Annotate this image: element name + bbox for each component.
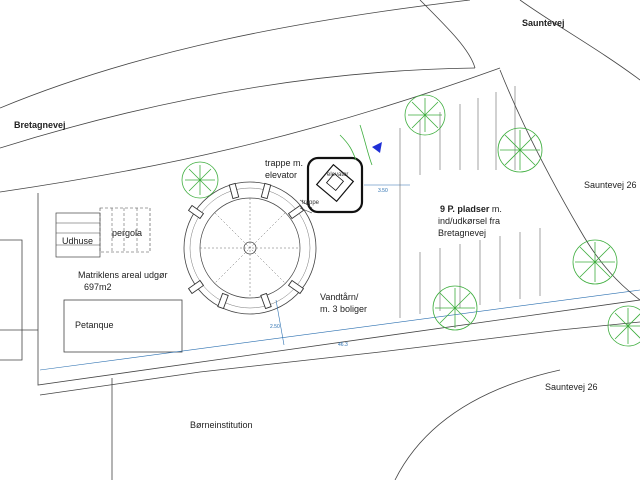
tree-east-1 (497, 127, 543, 173)
parking-label-2: ind/udkørsel fra (438, 216, 501, 226)
water-tower-label-2: m. 3 boliger (320, 304, 368, 314)
neighbour-building (0, 239, 23, 361)
plot-boundary (37, 193, 640, 386)
entrance-arrow (372, 142, 382, 153)
access-path-2 (339, 134, 357, 161)
south-road-edge (39, 321, 640, 396)
petanque-court (63, 299, 183, 353)
dimension-350: 3.50 (378, 188, 388, 194)
tree-south (432, 285, 478, 331)
south-road-curve (394, 369, 561, 480)
pergola-label: pergola (112, 228, 143, 238)
parking-stalls (399, 86, 541, 318)
address-label-sauntevej-26-south: Sauntevej 26 (545, 382, 598, 392)
road-edge-mid (419, 0, 476, 69)
stair-elevator-label-1: trappe m. (265, 158, 304, 168)
tree-north (404, 94, 446, 136)
parking-count-suffix: m. (489, 204, 502, 214)
pergola-structure (99, 207, 151, 253)
address-label-sauntevej-26-east: Sauntevej 26 (584, 180, 637, 190)
tree-group (181, 94, 640, 347)
dimension-250: 2.50 (270, 324, 280, 330)
tree-far-east (607, 305, 640, 347)
udhuse-shed (55, 212, 101, 258)
stair-elevator-tower (299, 156, 364, 214)
tree-east-2 (572, 239, 618, 285)
parking-count: 9 P. pladser (440, 204, 490, 214)
matrikel-area-label: Matriklens areal udgør (78, 270, 168, 280)
elevator-small-label: elevator (327, 172, 349, 178)
trappe-small-label: trappe (302, 200, 320, 206)
parking-label-3: Bretagnevej (438, 228, 487, 238)
water-tower-label-1: Vandtårn/ (320, 292, 359, 302)
road-edge-right (519, 0, 640, 81)
parking-east-edge (499, 69, 640, 301)
matrikel-area-value: 697m2 (84, 282, 112, 292)
borneinstitution-label: Børneinstitution (190, 420, 253, 430)
stair-elevator-label-2: elevator (265, 170, 298, 180)
road-edge-inner (0, 67, 476, 149)
dimension-463: 46.3 (338, 342, 348, 348)
udhuse-label: Udhuse (62, 236, 94, 246)
parking-label-1: 9 P. pladser m. (440, 204, 502, 215)
access-path (359, 124, 373, 166)
water-tower (183, 181, 317, 315)
street-label-bretagnevej: Bretagnevej (14, 120, 66, 130)
road-edge-outer (0, 0, 471, 109)
petanque-label: Petanque (75, 320, 114, 330)
tree-west (181, 161, 219, 199)
dim-line-463 (39, 289, 640, 371)
street-label-sauntevej: Sauntevej (522, 18, 565, 28)
